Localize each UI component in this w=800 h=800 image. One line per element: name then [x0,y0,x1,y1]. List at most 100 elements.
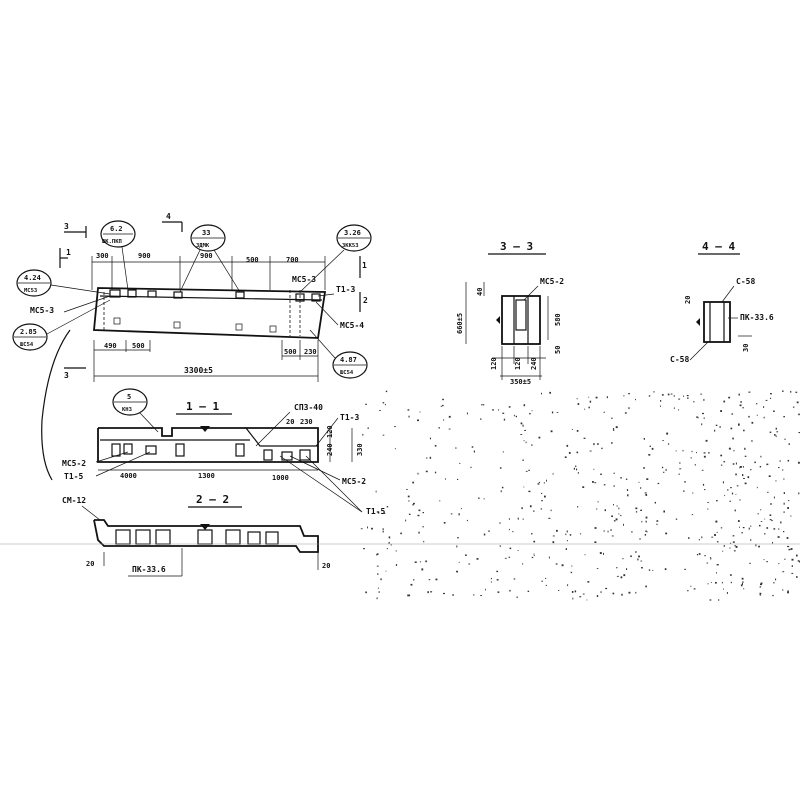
speckle [584,408,586,410]
speckle [521,507,523,510]
speckle [606,396,608,399]
speckle [407,409,410,411]
speckle [385,570,387,572]
speckle [584,554,586,556]
speckle [698,539,700,541]
section-4-4-dim-30: 30 [742,344,750,352]
speckle [421,568,424,571]
cut-marker-1b-label: 1 [362,261,367,270]
speckle [611,535,614,537]
speckle [576,451,579,454]
speckle [425,457,428,459]
plan-plate-6 [295,293,305,302]
speckle [796,576,798,578]
speckle [466,412,468,415]
speckle [719,426,721,428]
speckle [638,555,640,558]
speckle [595,508,598,510]
speckle [735,473,737,476]
speckle [740,584,743,587]
speckle [718,599,720,601]
speckle [577,472,579,474]
callout-6-2-sub: ШК.ПКП [102,239,122,245]
speckle [639,538,641,540]
speckle [740,401,742,403]
speckle [720,410,722,412]
cut-marker-3b-label: 3 [64,371,69,380]
speckle [688,537,690,539]
cut-marker-3-label: 3 [64,222,69,231]
speckle [640,509,642,511]
speckle [597,501,599,503]
speckle [376,554,378,556]
speckle [798,432,800,434]
speckle [622,558,624,560]
speckle [531,444,533,446]
speckle [766,463,769,466]
speckle [787,500,790,502]
speckle [747,476,750,479]
speckle [678,473,680,475]
speckle [533,510,535,512]
speckle [564,456,567,458]
speckle [750,525,752,527]
speckle [638,481,640,483]
speckle [665,468,667,471]
speckle [765,399,768,401]
speckle [759,586,762,588]
speckle [386,506,389,508]
speckle [520,422,523,425]
speckle [516,596,518,598]
speckle [376,565,379,567]
speckle [663,510,665,513]
speckle [716,500,718,502]
callout-33: 33 ЗДМК [179,224,241,293]
speckle [782,390,784,392]
speckle [509,589,511,592]
plan-label-t1-3: Т1-3 [336,285,355,294]
speckle [594,527,597,529]
speckle [496,570,499,573]
speckle [533,554,535,557]
speckle [651,447,654,450]
speckle [618,507,620,510]
section-1-1-label-t1-3: Т1-3 [340,413,359,422]
speckle [787,591,789,594]
speckle [683,490,685,492]
speckle [628,393,630,395]
speckle [778,528,780,530]
speckle [498,409,500,411]
speckle [772,541,773,544]
speckle [593,468,595,470]
speckle [742,466,744,468]
speckle [748,527,750,530]
section-1-1-dim-240: 240 [326,443,334,456]
speckle [587,581,590,583]
speckle [730,581,732,584]
speckle [388,542,390,544]
speckle [503,418,506,421]
speckle [537,483,540,485]
speckle [531,410,533,412]
speckle [696,554,699,556]
plan-label-mc5-4: МС5-4 [340,321,364,330]
speckle [548,556,550,559]
speckle [499,545,502,547]
speckle [615,426,618,429]
speckle [571,591,574,593]
speckle [783,511,785,513]
speckle [490,577,492,580]
speckle [385,390,388,393]
speckle [527,590,530,592]
speckle [613,504,614,506]
speckle [538,481,541,483]
section-4-4-label-c58-bottom: С-58 [670,355,689,364]
speckle [407,495,410,498]
speckle [730,427,733,430]
section-4-4-body [703,301,731,343]
speckle [728,447,731,450]
speckle [549,391,551,394]
speckle [458,561,460,563]
speckle [522,563,524,565]
section-3-3-body [501,295,541,345]
